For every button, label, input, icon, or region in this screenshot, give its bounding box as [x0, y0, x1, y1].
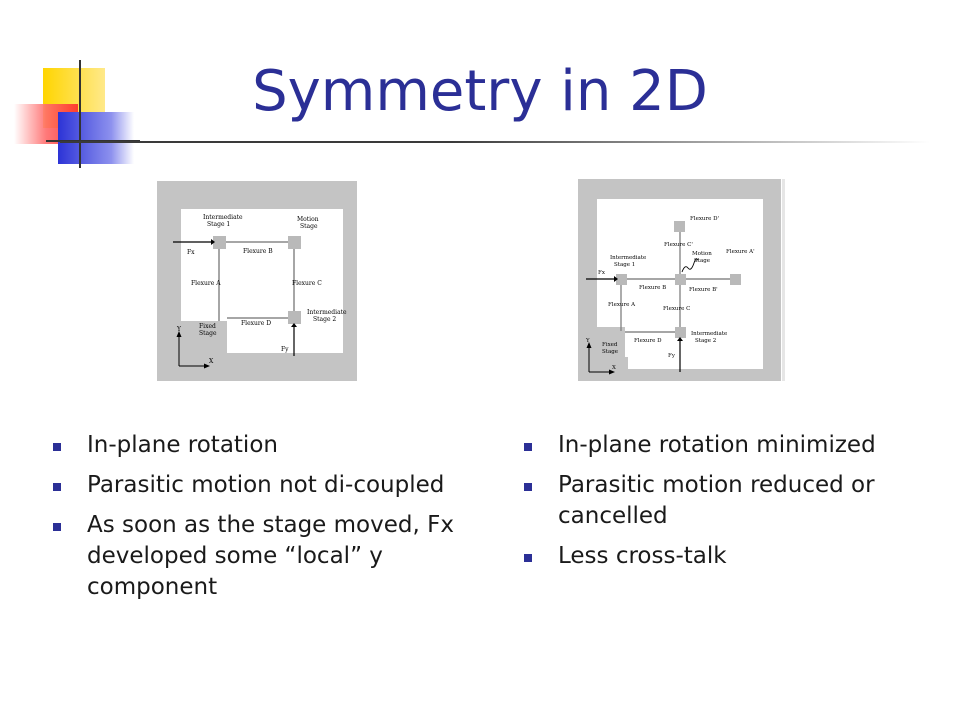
left-label-flexure-a: Flexure A	[191, 280, 221, 287]
right-flexure-diagram: Flexure D' Flexure C' Flexure A' Motion …	[578, 179, 787, 381]
left-label-intermediate-stage-1-l1: Intermediate	[203, 214, 243, 221]
left-label-axis-y: Y	[176, 326, 182, 333]
left-label-intermediate-stage-1-l2: Stage 1	[207, 221, 230, 228]
bullet-square-icon	[524, 483, 532, 491]
right-bullet-item: Less cross-talk	[522, 541, 902, 572]
bullet-square-icon	[53, 523, 61, 531]
left-diagram-svg: Intermediate Stage 1 Motion Stage Flexur…	[157, 181, 357, 381]
left-label-motion-stage-l1: Motion	[297, 216, 319, 223]
right-bullet-item: In-plane rotation minimized	[522, 430, 902, 461]
right-stage-d-prime	[674, 221, 685, 232]
bullet-square-icon	[524, 443, 532, 451]
left-bullet-item: In-plane rotation	[51, 430, 471, 461]
right-bullet-list: In-plane rotation minimized Parasitic mo…	[522, 430, 902, 581]
right-label-intermediate-stage-1-l1: Intermediate	[610, 255, 646, 261]
right-label-axis-y: Y	[585, 338, 590, 344]
right-bullet-text: In-plane rotation minimized	[558, 432, 876, 458]
right-motion-stage	[675, 274, 686, 285]
right-label-flexure-b-prime: Flexure B'	[689, 287, 718, 293]
right-label-axis-x: X	[612, 365, 616, 371]
left-motion-stage	[288, 236, 301, 249]
right-bullet-text: Parasitic motion reduced or cancelled	[558, 472, 875, 529]
right-bullet-text: Less cross-talk	[558, 543, 727, 569]
right-stage-a-prime	[730, 274, 741, 285]
left-label-fixed-stage-l2: Stage	[199, 330, 217, 337]
right-label-flexure-c: Flexure C	[663, 306, 690, 312]
slide-title: Symmetry in 2D	[252, 59, 708, 124]
left-label-fixed-stage-l1: Fixed	[199, 323, 216, 330]
left-label-axis-x: X	[209, 358, 214, 365]
right-label-flexure-d: Flexure D	[634, 338, 662, 344]
right-label-flexure-a-prime: Flexure A'	[726, 249, 755, 255]
bullet-square-icon	[53, 483, 61, 491]
right-diagram-svg: Flexure D' Flexure C' Flexure A' Motion …	[578, 179, 785, 381]
right-label-intermediate-stage-2-l2: Stage 2	[695, 338, 716, 344]
right-label-flexure-b: Flexure B	[639, 285, 666, 291]
right-label-fixed-stage-l1: Fixed	[602, 342, 618, 348]
left-flexure-diagram: Intermediate Stage 1 Motion Stage Flexur…	[157, 181, 357, 381]
left-bullet-list: In-plane rotation Parasitic motion not d…	[51, 430, 471, 612]
right-label-motion-stage-l2: Stage	[694, 258, 710, 264]
left-bullet-item: As soon as the stage moved, Fx developed…	[51, 510, 471, 603]
left-label-fx: Fx	[187, 249, 195, 256]
left-label-motion-stage-l2: Stage	[300, 223, 318, 230]
left-intermediate-stage-2	[288, 311, 301, 324]
right-label-flexure-d-prime: Flexure D'	[690, 216, 719, 222]
right-label-motion-stage-l1: Motion	[692, 251, 712, 257]
left-bullet-text: As soon as the stage moved, Fx developed…	[87, 512, 454, 600]
left-bullet-text: In-plane rotation	[87, 432, 278, 458]
right-label-flexure-a: Flexure A	[608, 302, 636, 308]
left-intermediate-stage-1	[213, 236, 226, 249]
right-label-fy: Fy	[668, 353, 676, 359]
right-label-flexure-c-prime: Flexure C'	[664, 242, 693, 248]
right-label-intermediate-stage-2-l1: Intermediate	[691, 331, 727, 337]
corner-decoration	[0, 0, 140, 170]
title-divider	[60, 141, 930, 143]
right-bullet-item: Parasitic motion reduced or cancelled	[522, 470, 902, 532]
right-label-fixed-stage-l2: Stage	[602, 349, 618, 355]
right-label-fx: Fx	[598, 270, 606, 276]
left-label-intermediate-stage-2-l2: Stage 2	[313, 316, 336, 323]
left-label-flexure-d: Flexure D	[241, 320, 271, 327]
left-bullet-text: Parasitic motion not di-coupled	[87, 472, 445, 498]
right-intermediate-stage-2	[675, 327, 686, 338]
right-label-intermediate-stage-1-l2: Stage 1	[614, 262, 635, 268]
bullet-square-icon	[524, 554, 532, 562]
left-label-fy: Fy	[281, 346, 289, 353]
corner-squares-graphic	[14, 60, 140, 168]
left-label-flexure-b: Flexure B	[243, 248, 273, 255]
left-label-flexure-c: Flexure C	[292, 280, 322, 287]
left-label-intermediate-stage-2-l1: Intermediate	[307, 309, 347, 316]
right-intermediate-stage-1	[616, 274, 627, 285]
bullet-square-icon	[53, 443, 61, 451]
left-bullet-item: Parasitic motion not di-coupled	[51, 470, 471, 501]
